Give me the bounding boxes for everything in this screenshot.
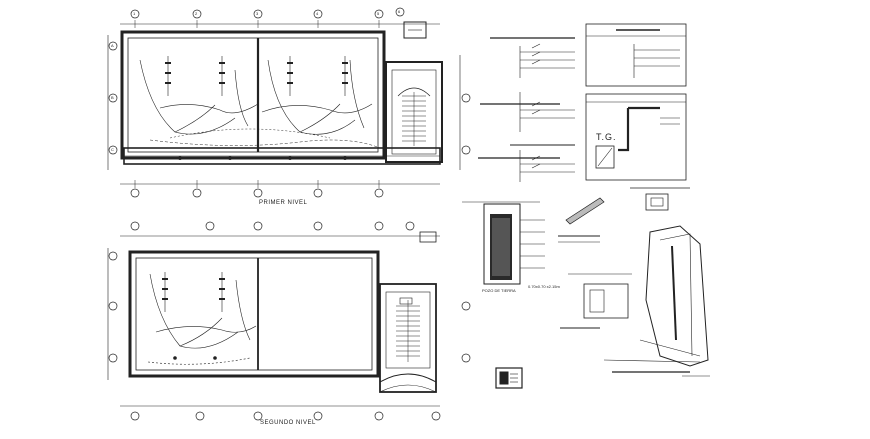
- second-level-plan: [107, 221, 471, 421]
- legend-icon: [495, 367, 523, 389]
- axis-label-col-6: 6: [398, 9, 401, 14]
- second-level-title: SEGUNDO NIVEL: [260, 420, 316, 426]
- dimension-note: 0.70x0.70 x2.15m: [528, 284, 560, 289]
- well-label: POZO DE TIERRA: [482, 288, 516, 293]
- axis-label-col-5: 5: [377, 11, 380, 16]
- panel-label: T.G.: [596, 132, 617, 142]
- single-line-diagrams: [478, 23, 687, 182]
- axis-label-row-b: B: [111, 95, 114, 100]
- axis-label-col-3: 3: [256, 11, 259, 16]
- axis-label-row-c: C: [111, 147, 114, 152]
- grounding-well-detail: [462, 187, 710, 377]
- axis-label-col-2: 2: [195, 11, 198, 16]
- first-level-plan: [107, 7, 471, 198]
- first-level-title: PRIMER NIVEL: [259, 200, 308, 206]
- axis-label-col-4: 4: [316, 11, 319, 16]
- axis-label-row-a: A: [111, 43, 114, 48]
- axis-label-col-1: 1: [133, 11, 136, 16]
